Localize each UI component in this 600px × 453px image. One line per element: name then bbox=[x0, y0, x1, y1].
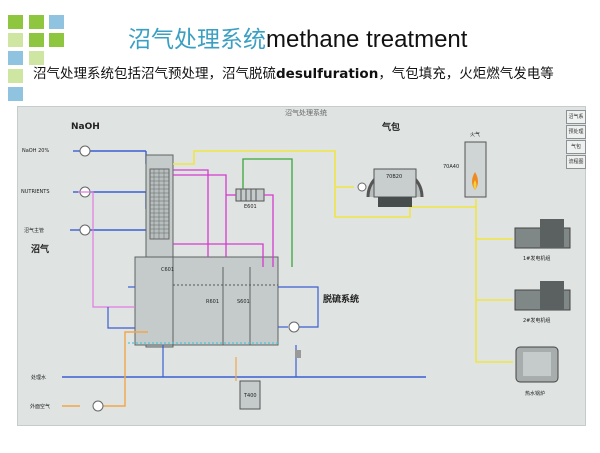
panel-title: 沼气处理系统 bbox=[285, 109, 327, 117]
label-nutrients: NUTRIENTS bbox=[21, 189, 50, 195]
label-generator-1: 1#发电机组 bbox=[523, 256, 551, 262]
side-button-biogas[interactable]: 沼气系统 bbox=[566, 110, 586, 124]
label-gas-bag: 气包 bbox=[382, 123, 401, 133]
label-r601: R601 bbox=[206, 299, 220, 305]
decor-square bbox=[8, 87, 23, 101]
process-diagram-svg bbox=[62, 141, 571, 412]
decor-square bbox=[8, 33, 23, 47]
label-naoh: NaOH bbox=[71, 122, 100, 132]
label-naoh-20: NaOH 20% bbox=[22, 148, 50, 154]
decor-square bbox=[29, 51, 44, 65]
page-title: 沼气处理系统methane treatment bbox=[128, 20, 467, 54]
side-button-flowchart[interactable]: 流程图 bbox=[566, 155, 586, 169]
label-generator-2: 2#发电机组 bbox=[523, 318, 551, 324]
page-title-en: methane treatment bbox=[266, 26, 468, 53]
label-gas-bag-id: 70B20 bbox=[386, 174, 403, 180]
label-s601: S601 bbox=[237, 299, 250, 305]
decor-square bbox=[49, 33, 64, 47]
page-description: 沼气处理系统包括沼气预处理，沼气脱硫desulfuration，气包填充，火炬燃… bbox=[33, 64, 573, 84]
description-part2: ，气包填充，火炬燃气发电等 bbox=[378, 66, 554, 82]
label-flare-id: 70A40 bbox=[443, 164, 460, 170]
label-biogas: 沼气 bbox=[31, 245, 50, 255]
label-biogas-inlet: 沼气主管 bbox=[24, 228, 45, 234]
decor-square bbox=[8, 51, 23, 65]
description-bold: desulfuration bbox=[276, 66, 379, 82]
decor-square bbox=[29, 15, 44, 29]
decor-square bbox=[8, 69, 23, 83]
label-e601: E601 bbox=[244, 204, 257, 210]
label-t400: T400 bbox=[244, 393, 257, 399]
decor-square bbox=[29, 33, 44, 47]
decor-square bbox=[49, 15, 64, 29]
label-desulfur-system: 脱硫系统 bbox=[323, 295, 360, 305]
side-button-pretreatment[interactable]: 预处理 bbox=[566, 125, 586, 139]
label-c601: C601 bbox=[161, 267, 175, 273]
label-process-water: 处理水 bbox=[31, 375, 47, 381]
label-external-air: 外面空气 bbox=[30, 404, 51, 410]
page-title-cn: 沼气处理系统 bbox=[128, 27, 266, 53]
description-part1: 沼气处理系统包括沼气预处理，沼气脱硫 bbox=[33, 66, 276, 82]
label-boiler: 热水锅炉 bbox=[525, 391, 546, 397]
process-diagram: 沼气处理系统 NaOH NaOH 20% NUTRIENTS 沼气主管 沼气 气… bbox=[17, 106, 586, 426]
label-flare-top: 火气 bbox=[470, 132, 481, 138]
side-button-gas-bag[interactable]: 气包 bbox=[566, 140, 586, 154]
decor-square bbox=[8, 15, 23, 29]
